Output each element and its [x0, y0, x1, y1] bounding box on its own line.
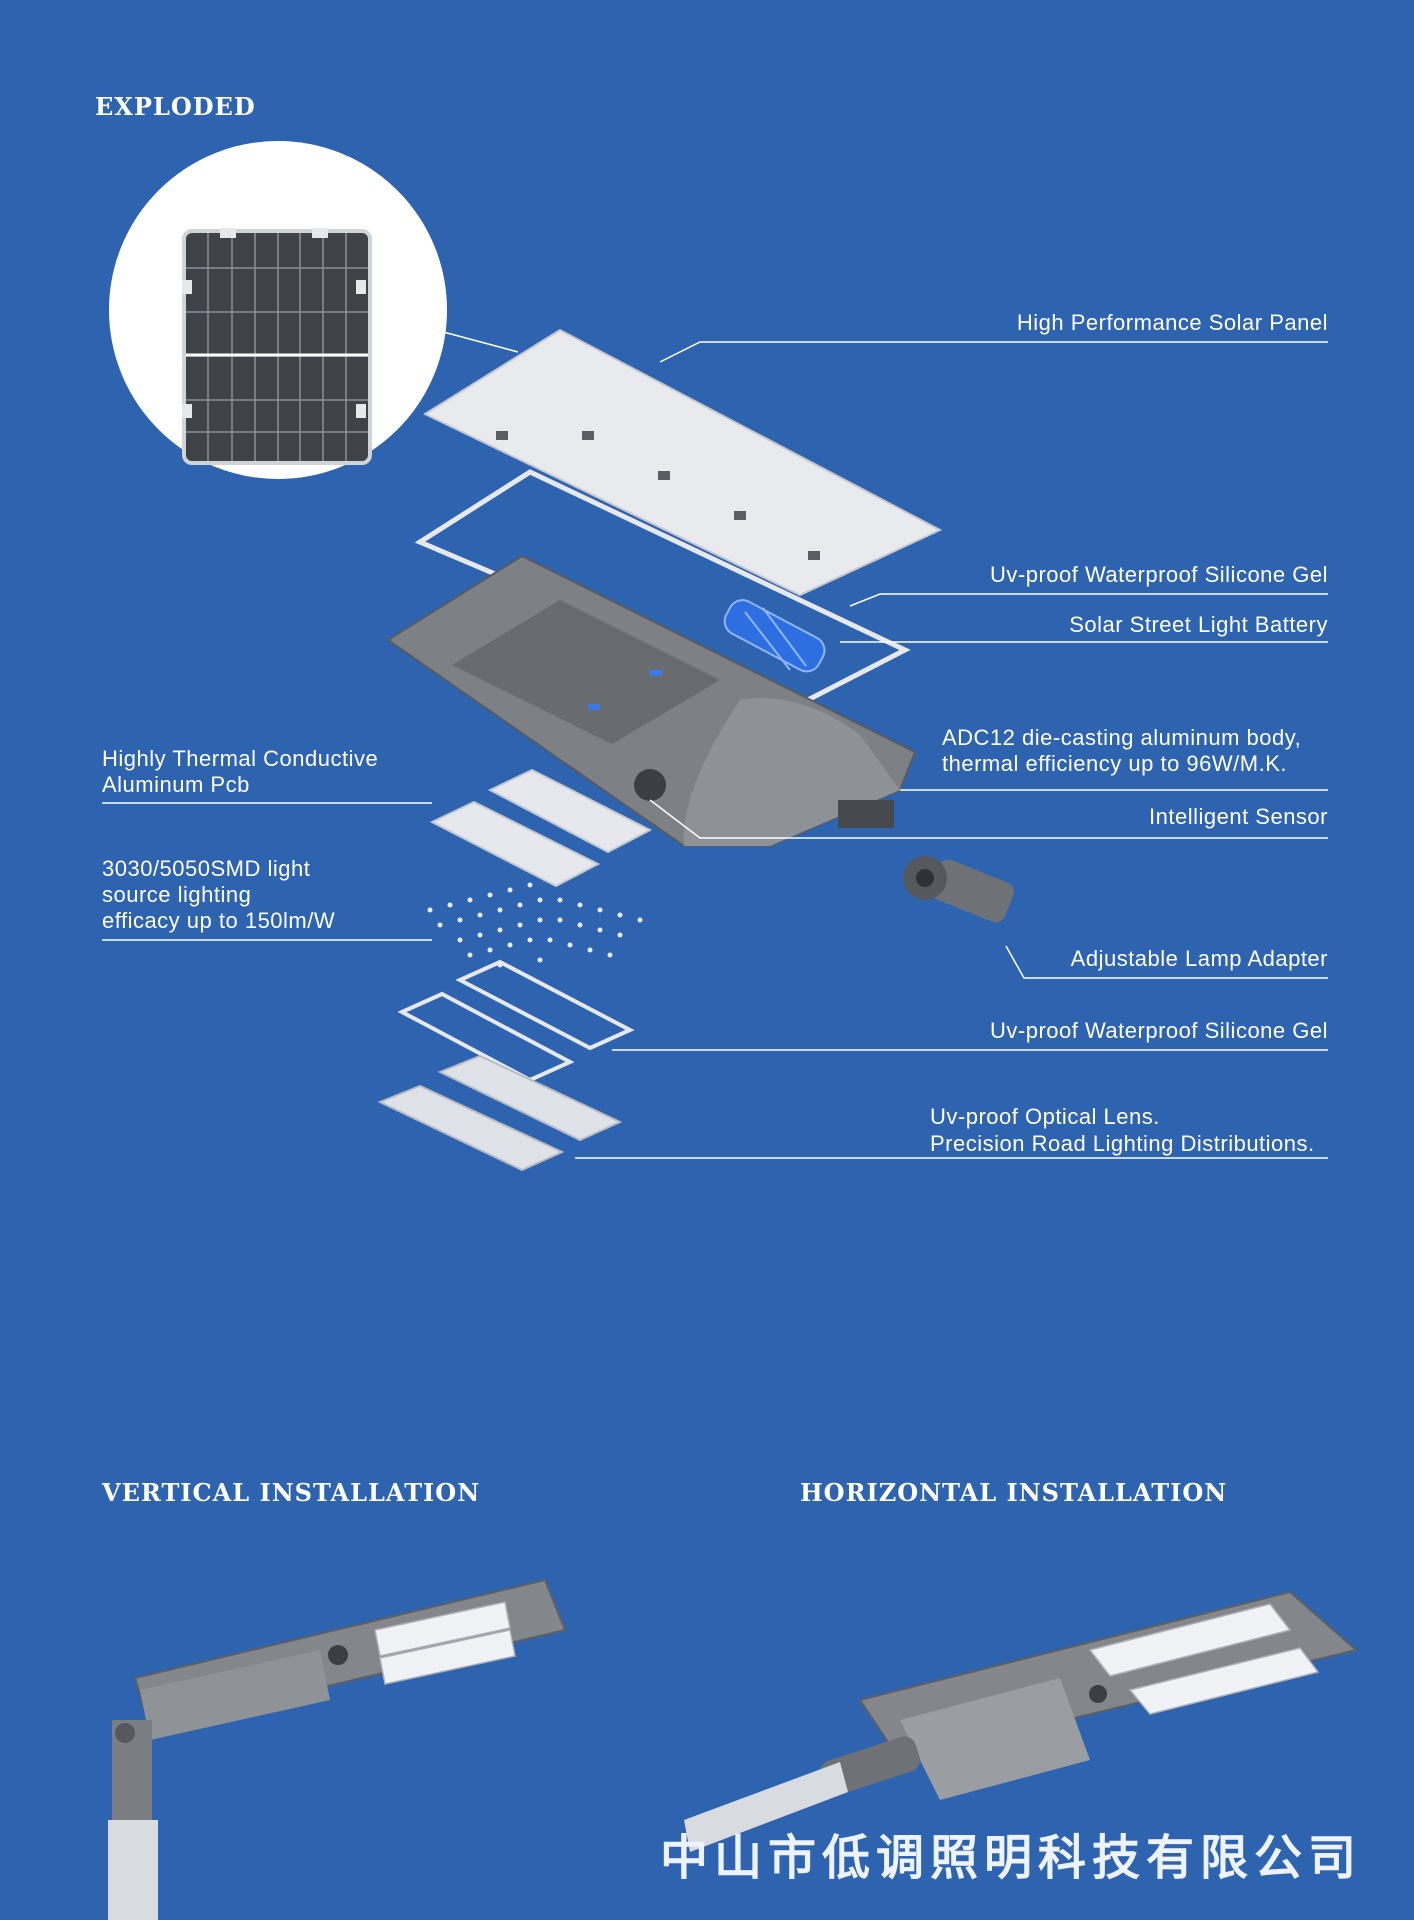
pcb-label-line1: Highly Thermal Conductive — [102, 746, 379, 771]
pcb-label-line2: Aluminum Pcb — [102, 772, 250, 797]
lens-label-line2: Precision Road Lighting Distributions. — [930, 1131, 1315, 1156]
company-name: 中山市低调照明科技有限公司 — [660, 1830, 1363, 1886]
smd-label-line1: 3030/5050SMD light — [102, 856, 311, 881]
lower-silicone-gaskets — [397, 959, 635, 1083]
battery-pack — [723, 599, 826, 673]
aluminum-pcb — [429, 768, 653, 888]
horizontal-installation-lamp — [684, 1590, 1359, 1852]
lamp-adapter — [903, 856, 1014, 923]
leader-lines — [102, 341, 1328, 1159]
exploded-heading: EXPLODED — [95, 92, 256, 121]
solar-panel-label: High Performance Solar Panel — [1016, 310, 1328, 335]
battery-label: Solar Street Light Battery — [1069, 612, 1328, 637]
silicone-gel-bottom-label: Uv-proof Waterproof Silicone Gel — [990, 1018, 1328, 1043]
body-label-line1: ADC12 die-casting aluminum body, — [942, 725, 1302, 750]
vertical-installation-heading: VERTICAL INSTALLATION — [102, 1478, 481, 1507]
lens-label-line1: Uv-proof Optical Lens. — [930, 1104, 1160, 1129]
silicone-gel-top-label: Uv-proof Waterproof Silicone Gel — [990, 562, 1328, 587]
solar-panel-zoom-circle — [109, 141, 447, 479]
smd-label-line3: efficacy up to 150lm/W — [102, 908, 336, 933]
body-label-line2: thermal efficiency up to 96W/M.K. — [942, 751, 1288, 776]
horizontal-installation-heading: HORIZONTAL INSTALLATION — [800, 1478, 1228, 1507]
solar-panel-plate — [422, 328, 943, 597]
smd-label-line2: source lighting — [102, 882, 252, 907]
aluminum-housing — [386, 554, 917, 847]
vertical-installation-lamp — [108, 1578, 567, 1920]
sensor-label: Intelligent Sensor — [1149, 804, 1328, 829]
optical-lenses — [377, 1054, 623, 1172]
adapter-label: Adjustable Lamp Adapter — [1070, 946, 1328, 971]
smd-led-array — [427, 882, 643, 968]
